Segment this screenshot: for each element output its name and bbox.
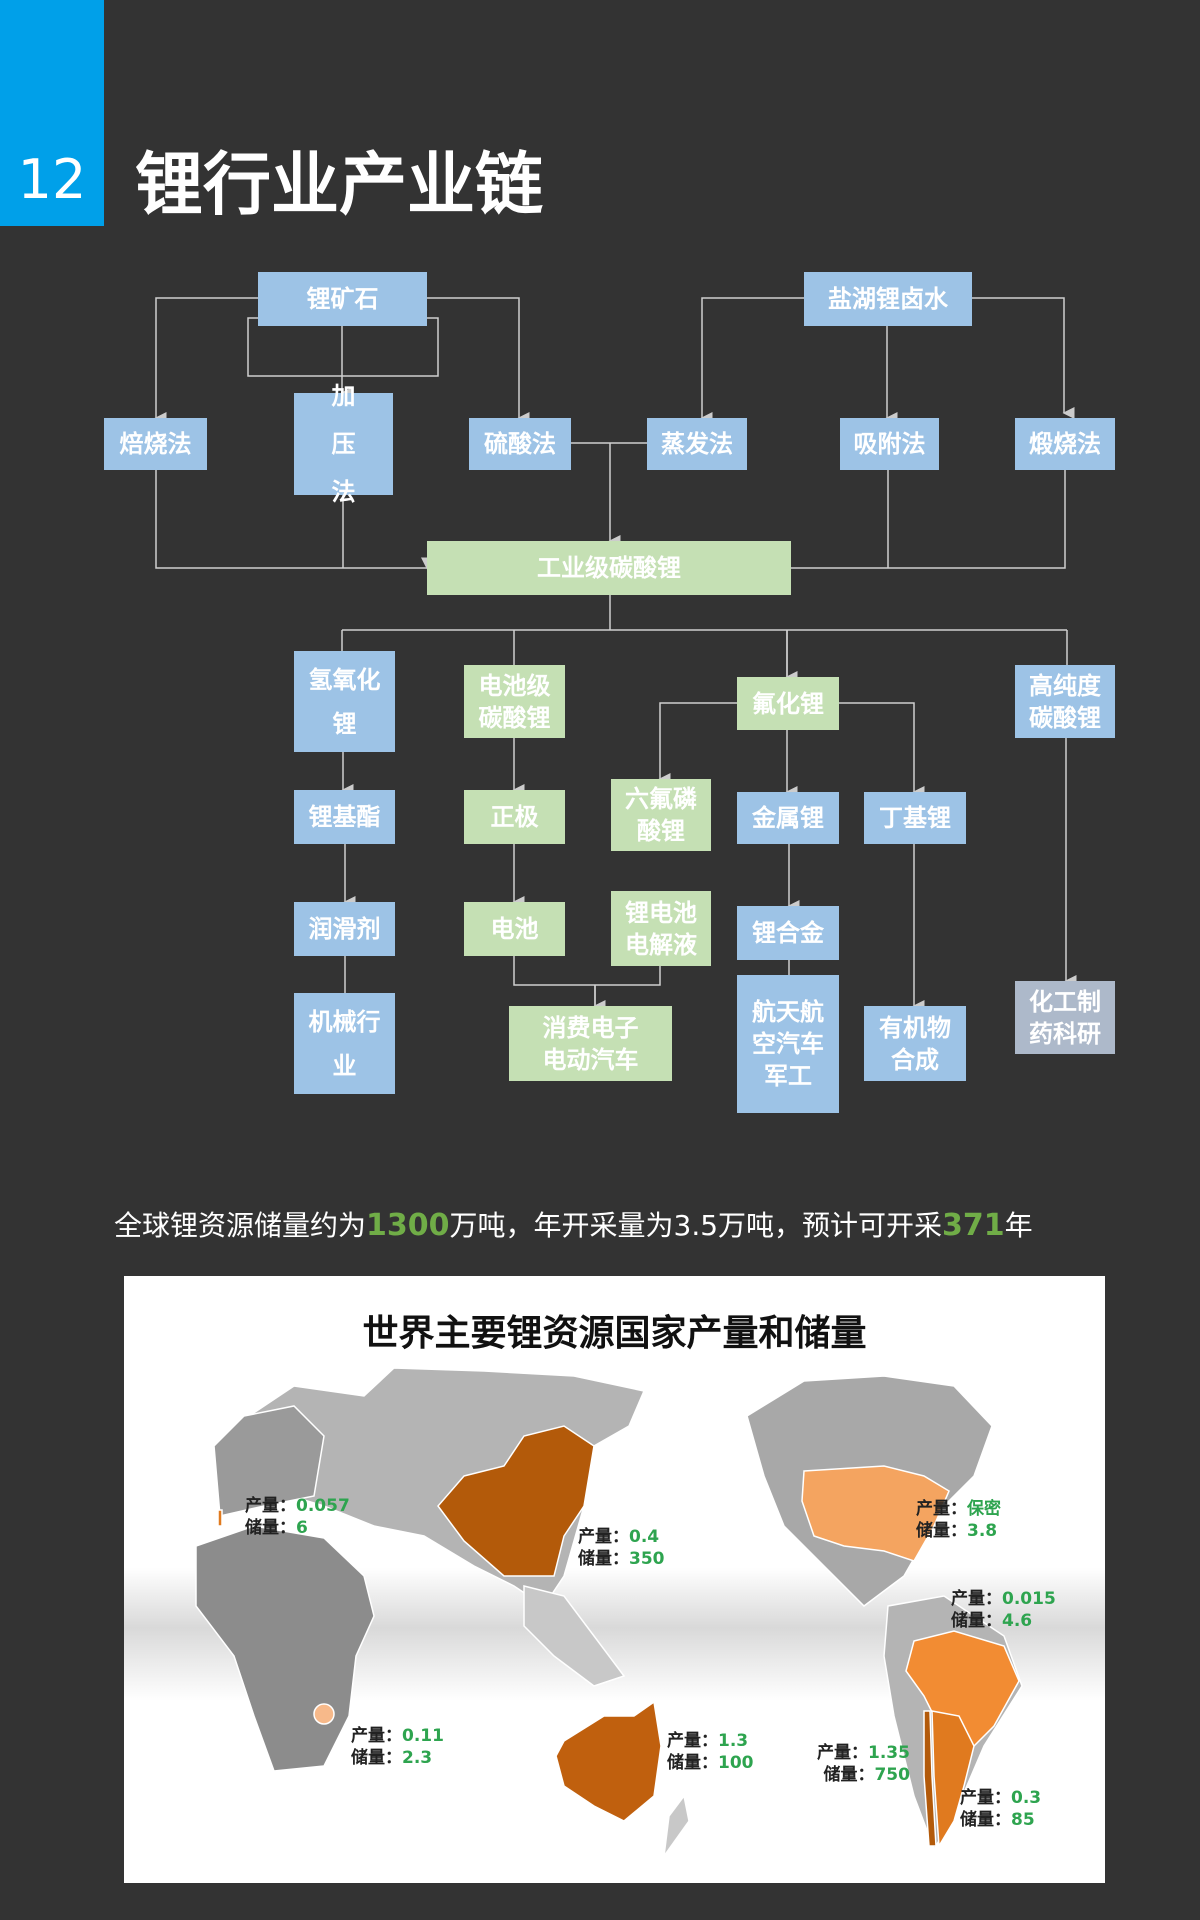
connector-lines [154,297,1077,1012]
label-usa: 产量：保密储量：3.8 [916,1499,1001,1541]
box-evaporation: 蒸发法 [647,418,747,470]
box-battery-carbonate: 电池级碳酸锂 [464,665,565,738]
summary-part: 年 [1004,1209,1033,1242]
box-fluoride: 氟化锂 [737,677,839,730]
box-sulfuric-acid: 硫酸法 [469,418,571,470]
chile-shape [923,1710,937,1847]
nz-shape [663,1794,690,1857]
box-roasting: 焙烧法 [104,418,207,470]
usa-shape [801,1465,950,1562]
world-map [195,1367,1023,1857]
box-calcination: 煅烧法 [1015,418,1115,470]
box-pressure: 加压法 [294,382,393,506]
box-butyl-lithium: 丁基锂 [864,792,966,844]
box-salt-lake-brine: 盐湖锂卤水 [804,272,972,326]
box-high-purity: 高纯度碳酸锂 [1015,665,1115,738]
brazil-shape [905,1630,1020,1758]
map-title: 世界主要锂资源国家产量和储量 [362,1313,867,1354]
slide-number: 12 [17,148,87,211]
box-cathode: 正极 [464,790,565,844]
slide-number-block [0,0,104,226]
portugal-shape [217,1509,223,1527]
box-battery: 电池 [464,902,565,956]
china-shape [437,1425,595,1577]
box-lubricant: 润滑剂 [294,902,395,956]
box-pharma-research: 化工制药科研 [1015,981,1115,1054]
box-lithium-ore: 锂矿石 [258,272,427,326]
box-consumer-ev: 消费电子电动汽车 [509,1006,672,1081]
box-aerospace: 航天航空汽车军工 [737,975,839,1113]
box-electrolyte: 锂电池电解液 [611,891,711,966]
box-hydroxide: 氢氧化锂 [294,651,395,752]
argentina-shape [931,1710,975,1849]
box-grease: 锂基酯 [294,790,395,844]
box-adsorption: 吸附法 [840,418,939,470]
reserve-value: 1300 [366,1208,450,1243]
box-alloy: 锂合金 [737,906,839,960]
box-machinery: 机械行业 [294,993,395,1094]
summary-part: 全球锂资源储量约为 [114,1209,367,1242]
summary-text: 全球锂资源储量约为1300万吨，年开采量为3.5万吨，预计可开采371年 [114,1206,1033,1246]
australia-shape [555,1700,662,1822]
box-organic-synthesis: 有机物合成 [864,1006,966,1081]
africa-shape [195,1525,375,1772]
years-value: 371 [942,1208,1005,1243]
box-lipf6: 六氟磷酸锂 [611,779,711,851]
box-industrial-carbonate: 工业级碳酸锂 [427,541,791,595]
se-asia-shape [523,1585,626,1687]
box-metal-lithium: 金属锂 [737,792,839,844]
zimbabwe-shape [313,1703,335,1725]
europe-shape [213,1405,325,1517]
summary-part: 万吨，年开采量为3.5万吨，预计可开采 [449,1209,943,1242]
page-title: 锂行业产业链 [135,146,544,225]
